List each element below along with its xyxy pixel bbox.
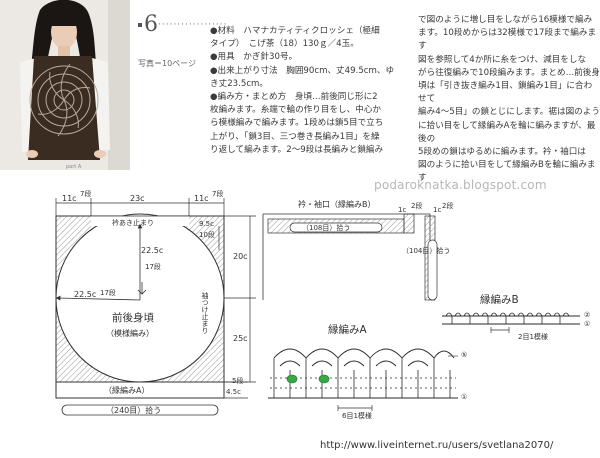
edging-b-title: 縁編みB — [480, 294, 519, 306]
materials-text: ●材料 ハマナカティティクロッシェ（極細 タイプ） こげ茶（18）130ｇ／4玉… — [210, 25, 406, 157]
instructions-line: に拾い目をして縁編みAを輪に編みますが、最後の — [418, 120, 596, 144]
side-note: 袖つけ止まり — [201, 292, 209, 334]
dim-radius-inner: 22.5c — [141, 246, 164, 255]
blog-watermark: podaroknatka.blogspot.com — [374, 178, 547, 192]
dim-shoulder-rows: 10段 — [199, 231, 215, 239]
edging-a-chart — [268, 348, 458, 411]
dim-radius-left: 22.5c — [74, 290, 97, 299]
instructions-line: がら往復編みで10段編みます。まとめ…前後身 — [418, 67, 600, 78]
neck-note: 衿あき止まり — [112, 219, 154, 227]
instructions-line: 頃は「引き抜き編み1目、鎖編み1目」に合わせて — [418, 81, 593, 105]
dim-top-right-rows: 7段 — [212, 190, 224, 198]
part-caption: part A — [66, 164, 82, 170]
dim-hem-height: 4.5c — [226, 388, 241, 396]
hem-band — [55, 381, 225, 399]
pickup-side: （104目）拾う — [402, 247, 451, 255]
dim-radius-left-rows: 17段 — [100, 289, 116, 297]
dim-radius-inner-rows: 17段 — [145, 263, 161, 271]
pattern-number: 6·················· — [138, 12, 228, 37]
model-illustration: part A — [0, 0, 130, 170]
footer-url[interactable]: http://www.liveinternet.ru/users/svetlan… — [320, 440, 554, 451]
highlight-marker — [286, 374, 298, 384]
instructions-line: 図を参照して4か所に糸をつけ、減目をしな — [418, 54, 587, 65]
instructions-line: 5段めの鎖はゆるめに編みます。衿・袖口は — [418, 147, 586, 158]
edging-b-repeat: 2目1模様 — [518, 333, 548, 341]
pickup-top: （108目）拾う — [302, 224, 351, 232]
materials-line: り返して編みます。2～9段は長編みと鎖編み — [210, 144, 384, 155]
sleeve-right-width: 1c — [398, 206, 407, 214]
materials-line: ●材料 ハマナカティティクロッシェ（極細 — [210, 26, 380, 36]
edging-b-chart — [442, 312, 580, 333]
materials-line: ●用具 かぎ針30号。 — [210, 52, 298, 63]
highlight-marker — [318, 374, 330, 384]
edging-b-row1: ① — [584, 320, 591, 328]
hem-pickup-bar — [61, 404, 219, 416]
instructions-line: 編み4～5目」の鎖とじにします。裾は図のよう — [418, 107, 600, 118]
materials-line: 枚編みます。糸端で輪の作り目をし、中心か — [210, 105, 382, 116]
instructions-text: で図のように増し目をしながら16模様で編み ます。10段めからは32模様で17段… — [418, 14, 600, 186]
body-diagram — [55, 198, 256, 416]
photo-reference: 写真＝10ページ — [138, 59, 197, 68]
hem-label: （縁編みA） — [104, 386, 150, 395]
body-subtitle: （模様編み） — [106, 329, 154, 338]
neck-opening — [91, 216, 189, 226]
instructions-line: で図のように増し目をしながら16模様で編み — [418, 15, 593, 25]
model-photo: part A — [0, 0, 130, 170]
dim-top-left-rows: 7段 — [80, 190, 92, 198]
body-title: 前後身頃 — [112, 312, 154, 324]
sleeve-side-width: 1c — [433, 206, 442, 214]
dim-height-upper: 20c — [233, 252, 248, 261]
materials-line: き丈23.5cm。 — [210, 78, 269, 89]
dim-hem-rows: 5段 — [232, 377, 244, 385]
dim-height-lower: 25c — [233, 334, 248, 343]
instructions-line: 図のように拾い目をして縁編みBを輪に編みます — [418, 160, 596, 184]
instructions-line: ます。10段めからは32模様で17段まで編みます — [418, 28, 597, 52]
edging-a-title: 縁編みA — [328, 324, 367, 336]
dim-top-left-width: 11c — [62, 194, 77, 203]
dim-top-center-width: 23c — [130, 194, 145, 203]
hem-pickup: （240目）拾う — [106, 406, 162, 415]
materials-line: タイプ） こげ茶（18）130ｇ／4玉。 — [210, 39, 359, 50]
edging-a-row5: ⑤ — [461, 351, 468, 359]
materials-line: 上がり、「鎖3目、三つ巻き長編み1目」を繰 — [210, 131, 380, 142]
edging-a-row1: ① — [461, 393, 468, 401]
dim-shoulder-width: 9.5c — [199, 220, 214, 228]
materials-line: ●出来上がり寸法 胸囲90cm、丈49.5cm、ゆ — [210, 65, 395, 76]
sleeve-title: 衿・袖口（縁編みB） — [298, 200, 376, 209]
sleeve-diagram — [262, 213, 438, 301]
materials-line: ●編み方・まとめ方 身頃…前後同じ形に2 — [210, 92, 378, 103]
materials-line: ら模様編みで編みます。1段めは鎖5目で立ち — [210, 118, 384, 129]
dim-top-right-width: 11c — [194, 194, 209, 203]
sleeve-right-rows: 2段 — [411, 202, 423, 210]
sleeve-side-rows: 2段 — [442, 202, 454, 210]
edging-b-row2: ② — [584, 311, 591, 319]
edging-a-repeat: 6目1模様 — [342, 412, 372, 420]
